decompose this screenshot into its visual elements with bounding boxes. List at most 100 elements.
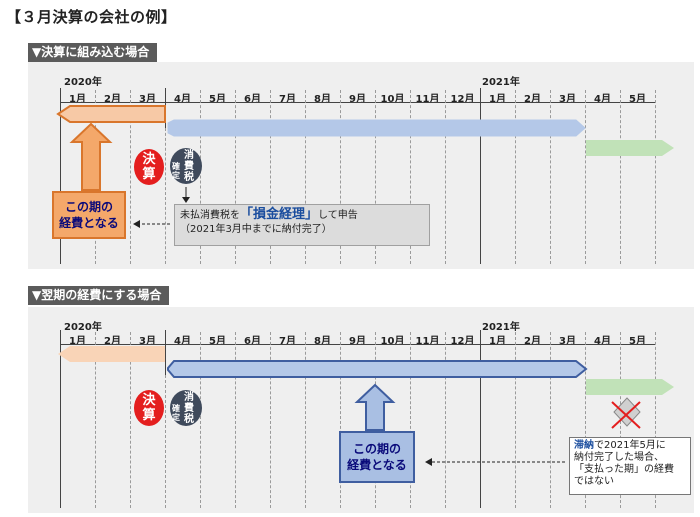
month-label: 5月 [209, 94, 226, 105]
tax-fixed-badge: 確定 消費税 [170, 390, 202, 426]
month-label: 7月 [279, 94, 296, 105]
note-line1-rest: で2021年5月に [594, 440, 666, 451]
note-line2: 納付完了した場合、 [574, 452, 664, 463]
month-gridline [410, 90, 411, 264]
kessan-char: 決 [142, 152, 156, 167]
month-gridline [165, 128, 166, 264]
month-gridline [655, 90, 656, 264]
month-gridline [235, 332, 236, 508]
note-line2: （2021年3月中までに納付完了） [180, 224, 332, 235]
month-label: 3月 [139, 94, 156, 105]
month-gridline [620, 90, 621, 264]
month-label: 11月 [415, 336, 440, 347]
expense-this-period-box: この期の 経費となる [339, 431, 415, 483]
month-label: 12月 [450, 336, 475, 347]
month-label: 9月 [349, 94, 366, 105]
month-label: 2月 [104, 94, 121, 105]
previous-period-arrow [56, 105, 166, 123]
month-label: 1月 [69, 94, 86, 105]
section1-year-2021: 2021年 [482, 77, 520, 88]
up-arrow [354, 383, 396, 431]
month-gridline [305, 90, 306, 264]
box-line1: この期の [352, 442, 401, 456]
month-gridline [445, 90, 446, 264]
tax-fixed-big: 消費税 [184, 392, 194, 425]
month-label: 4月 [174, 94, 191, 105]
section2-header: ▼翌期の経費にする場合 [28, 286, 170, 305]
delinquency-note-box: 滞納で2021年5月に 納付完了した場合、 「支払った期」の経費 ではない [569, 437, 691, 495]
month-label: 4月 [594, 336, 611, 347]
month-label: 10月 [380, 94, 405, 105]
month-gridline [95, 332, 96, 508]
month-gridline [270, 332, 271, 508]
note-prefix: 未払消費税を [180, 210, 240, 221]
year-divider [480, 88, 481, 264]
tax-fixed-badge: 確定 消費税 [170, 148, 202, 184]
section2-timeline-axis [60, 344, 655, 345]
tax-fixed-small: 確定 [172, 404, 180, 422]
month-gridline [550, 90, 551, 264]
tax-note-text: 未払消費税を「損金経理」して申告 （2021年3月中までに納付完了） [180, 208, 358, 237]
month-label: 6月 [244, 336, 261, 347]
month-label: 10月 [380, 336, 405, 347]
section1-header: ▼決算に組み込む場合 [28, 43, 158, 62]
kessan-char: 決 [142, 393, 156, 408]
box-line2: 経費となる [59, 216, 119, 230]
note-keyword: 滞納 [574, 440, 594, 451]
month-gridline [305, 332, 306, 508]
month-gridline [410, 332, 411, 508]
month-label: 6月 [244, 94, 261, 105]
year-divider [480, 330, 481, 508]
month-label: 1月 [489, 336, 506, 347]
year-divider [60, 330, 61, 508]
note-suffix: して申告 [318, 210, 358, 221]
month-label: 1月 [489, 94, 506, 105]
month-gridline [340, 90, 341, 264]
month-label: 2月 [104, 336, 121, 347]
month-gridline [130, 90, 131, 264]
tax-note-box [174, 204, 430, 246]
year-divider [60, 88, 61, 264]
month-label: 5月 [629, 94, 646, 105]
month-gridline [585, 90, 586, 264]
month-label: 2月 [524, 336, 541, 347]
month-label: 3月 [559, 94, 576, 105]
month-label: 3月 [139, 336, 156, 347]
month-label: 7月 [279, 336, 296, 347]
cross-icon [611, 401, 641, 429]
month-gridline [585, 332, 586, 508]
kessan-char: 算 [142, 408, 156, 423]
box-line1: この期の [64, 200, 113, 214]
month-gridline [550, 332, 551, 508]
month-gridline [655, 332, 656, 508]
fiscal-year-arrow [167, 119, 586, 137]
month-label: 5月 [629, 336, 646, 347]
kessan-badge: 決 算 [134, 390, 164, 426]
note-keyword: 「損金経理」 [240, 207, 319, 222]
dashed-link-arrowhead [425, 458, 432, 466]
month-gridline [130, 332, 131, 508]
month-label: 8月 [314, 94, 331, 105]
previous-period-arrow [58, 346, 165, 362]
month-label: 11月 [415, 94, 440, 105]
box-line2: 経費となる [347, 458, 407, 472]
month-label: 5月 [209, 336, 226, 347]
month-gridline [445, 332, 446, 508]
dashed-link-arrowhead [133, 220, 140, 228]
expense-this-period-box: この期の 経費となる [52, 191, 126, 239]
down-arrowhead [182, 197, 190, 203]
month-label: 12月 [450, 94, 475, 105]
month-gridline [375, 90, 376, 264]
section2-year-2021: 2021年 [482, 322, 520, 333]
kessan-badge: 決 算 [134, 149, 164, 185]
tax-fixed-small: 確定 [172, 162, 180, 180]
month-gridline [515, 90, 516, 264]
fiscal-year-arrow [167, 360, 588, 378]
next-period-arrow [586, 379, 674, 395]
month-label: 4月 [174, 336, 191, 347]
month-gridline [200, 90, 201, 264]
month-gridline [515, 332, 516, 508]
note-line3: 「支払った期」の経費 [574, 464, 674, 475]
